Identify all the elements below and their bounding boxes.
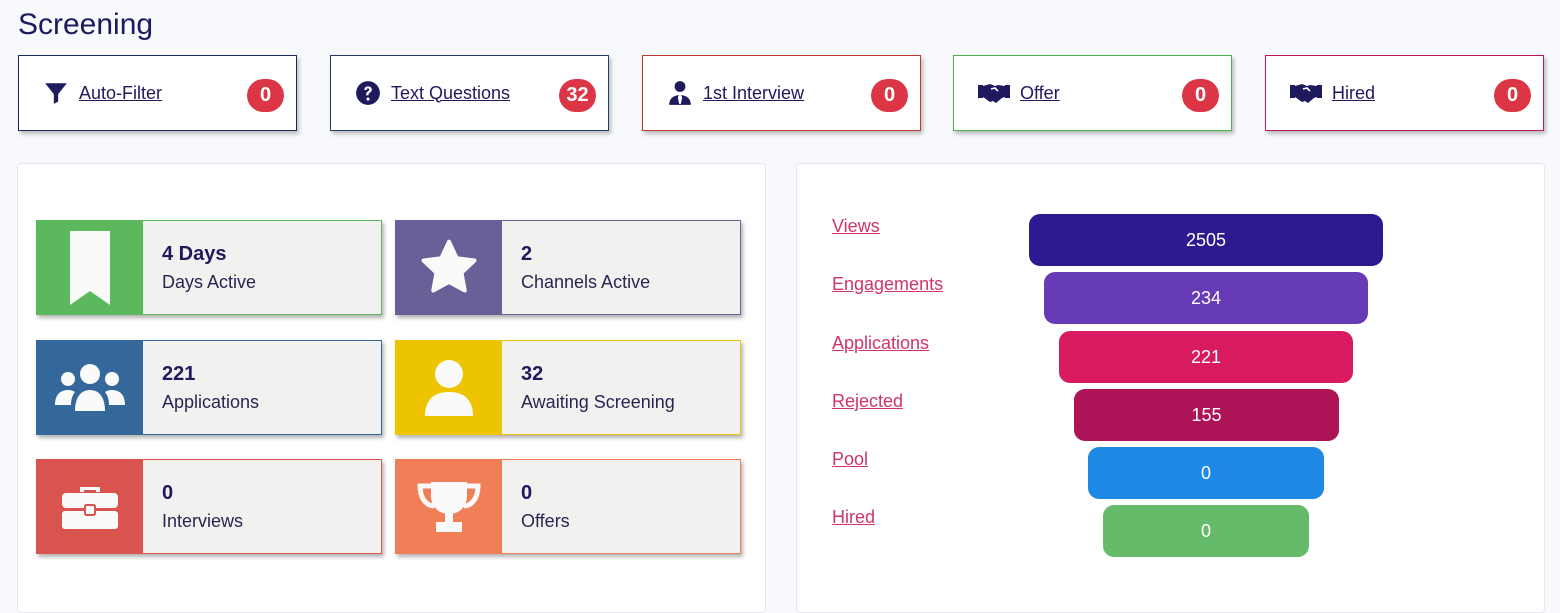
user-tie-icon [667,80,693,106]
handshake-icon [978,80,1010,106]
stage-count-badge: 0 [871,79,908,112]
stat-value: 32 [521,362,544,385]
stat-tile-channels-active: 2 Channels Active [395,220,741,315]
stage-card-auto-filter[interactable]: Auto-Filter 0 [18,55,297,131]
funnel-bar-rejected: 155 [1074,389,1339,441]
stat-tile-icon-box [396,341,502,434]
handshake-icon [1290,80,1322,106]
trophy-icon [417,481,481,532]
stat-tile-icon-box [396,221,502,314]
stat-value: 0 [521,481,533,504]
users-icon [55,363,125,411]
funnel-link-views[interactable]: Views [832,216,880,236]
funnel-panel: Views Engagements Applications Rejected … [796,163,1545,613]
funnel-bar-pool: 0 [1088,447,1324,499]
stage-link-auto-filter[interactable]: Auto-Filter [79,82,163,103]
stat-caption: Interviews [162,510,244,531]
stat-tile-icon-box [37,341,143,434]
stat-tile-offers: 0 Offers [395,459,741,554]
stat-value: 221 [162,362,196,385]
stat-value: 0 [162,481,174,504]
stage-count-badge: 32 [559,79,596,112]
funnel-bar-views: 2505 [1029,214,1383,266]
stage-card-offer[interactable]: Offer 0 [953,55,1232,131]
stat-tile-interviews: 0 Interviews [36,459,382,554]
stat-tile-icon-box [37,460,143,553]
stage-card-1st-interview[interactable]: 1st Interview 0 [642,55,921,131]
question-circle-icon [355,80,381,106]
stats-panel: 4 Days Days Active 2 Channels Active 221 [17,163,766,613]
funnel-link-rejected[interactable]: Rejected [832,391,904,411]
stage-link-1st-interview[interactable]: 1st Interview [703,82,805,103]
bookmark-icon [70,230,110,305]
stat-tile-days-active: 4 Days Days Active [36,220,382,315]
funnel-link-pool[interactable]: Pool [832,449,869,469]
stat-caption: Channels Active [521,271,651,292]
stage-card-text-questions[interactable]: Text Questions 32 [330,55,609,131]
funnel-link-applications[interactable]: Applications [832,333,930,353]
funnel-bar-engagements: 234 [1044,272,1368,324]
stage-link-text-questions[interactable]: Text Questions [391,82,511,103]
toolbox-icon [62,486,118,529]
stat-caption: Days Active [162,271,257,292]
stage-count-badge: 0 [1494,79,1531,112]
funnel-bar-applications: 221 [1059,331,1353,383]
funnel-link-hired[interactable]: Hired [832,507,876,527]
stat-tile-icon-box [396,460,502,553]
stage-link-hired[interactable]: Hired [1332,82,1376,103]
stage-count-badge: 0 [247,79,284,112]
page-title: Screening [18,8,154,41]
user-icon [425,359,473,416]
filter-icon [43,80,69,106]
stat-caption: Awaiting Screening [521,391,675,412]
stat-caption: Offers [521,510,570,531]
stat-tile-applications: 221 Applications [36,340,382,435]
stage-count-badge: 0 [1182,79,1219,112]
star-icon [421,239,477,292]
stat-tile-icon-box [37,221,143,314]
stage-card-hired[interactable]: Hired 0 [1265,55,1544,131]
funnel-link-engagements[interactable]: Engagements [832,274,944,294]
stage-link-offer[interactable]: Offer [1020,82,1060,103]
stat-tile-awaiting-screening: 32 Awaiting Screening [395,340,741,435]
stat-value: 2 [521,242,533,265]
stat-value: 4 Days [162,242,227,265]
funnel-bar-hired: 0 [1103,505,1309,557]
stat-caption: Applications [162,391,260,412]
